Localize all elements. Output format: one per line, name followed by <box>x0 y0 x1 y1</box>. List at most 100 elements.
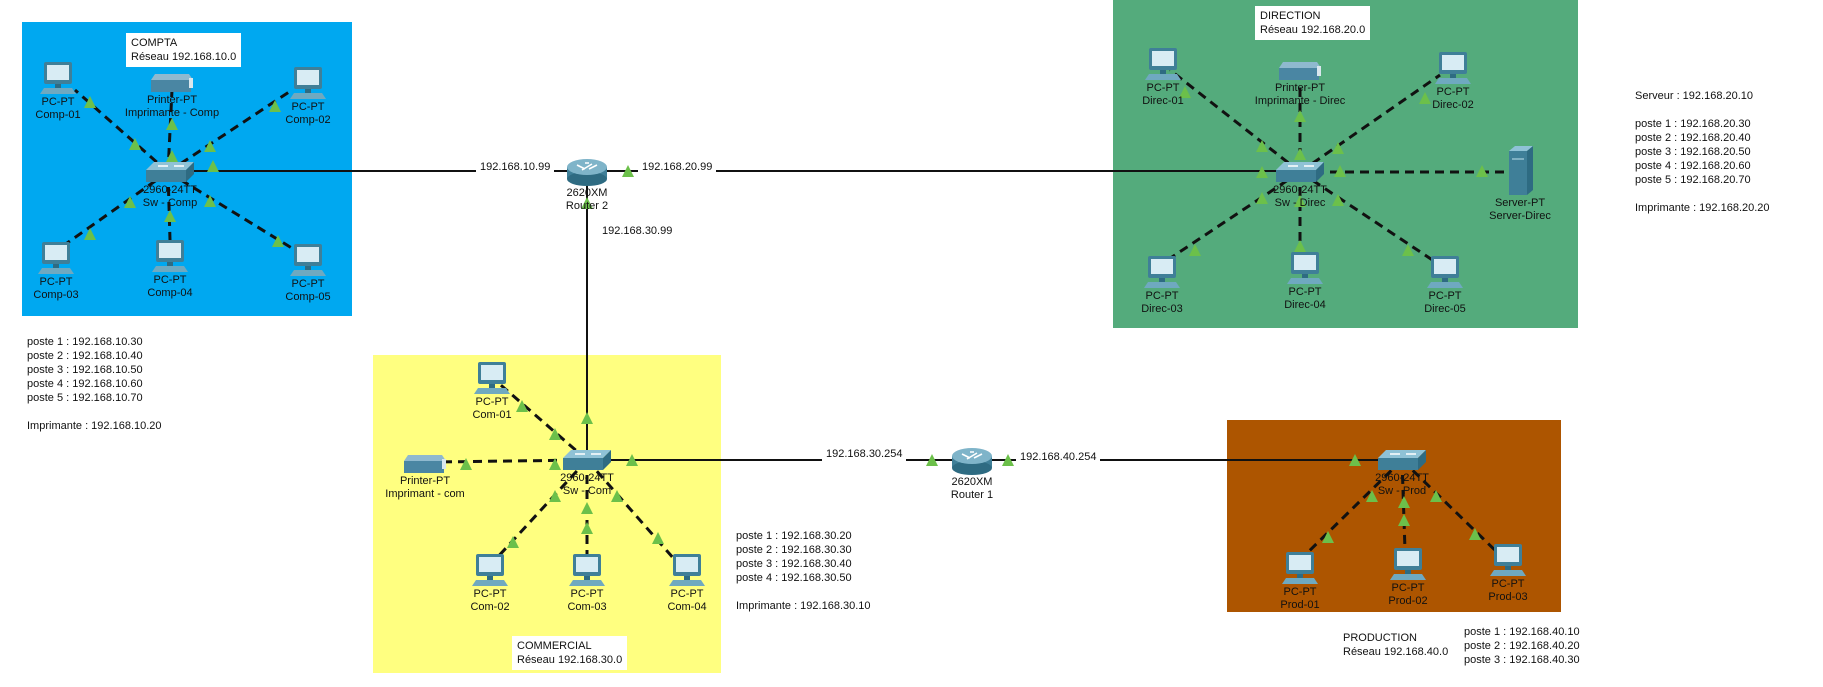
pc-com-01-type: PC-PT <box>475 396 509 408</box>
compta-zone-label: COMPTA Réseau 192.168.10.0 <box>126 33 242 67</box>
link-sw-com-printer[interactable] <box>434 458 588 464</box>
pc-comp-04-type: PC-PT <box>153 274 187 286</box>
pc-comp-05[interactable]: PC-PT Comp-05 <box>243 242 373 304</box>
port-up-indicator <box>207 160 219 172</box>
port-up-indicator <box>581 522 593 534</box>
link-sw-comp-comp02[interactable] <box>167 88 293 174</box>
pc-direc-04[interactable]: PC-PT Direc-04 <box>1240 250 1370 312</box>
compta-zone-name: COMPTA <box>131 37 178 49</box>
pc-comp-03-name: Comp-03 <box>33 289 79 301</box>
pc-comp-02[interactable]: PC-PT Comp-02 <box>243 65 373 127</box>
switch-sw-prod[interactable]: 2960-24TT Sw - Prod <box>1337 448 1467 498</box>
switch-sw-direc-type: 2960-24TT <box>1273 184 1327 196</box>
pc-comp-03[interactable]: PC-PT Comp-03 <box>0 240 121 302</box>
link-sw-comp-comp05[interactable] <box>167 170 296 252</box>
pc-prod-03[interactable]: PC-PT Prod-03 <box>1443 542 1573 604</box>
commercial-zone-network: Réseau 192.168.30.0 <box>517 654 623 666</box>
port-up-indicator <box>166 118 178 130</box>
pc-com-03[interactable]: PC-PT Com-03 <box>522 552 652 614</box>
link-sw-comp-comp03[interactable] <box>59 170 169 250</box>
server-direc[interactable]: Server-PT Server-Direc <box>1455 145 1585 223</box>
link-sw-direc-direc01[interactable] <box>1169 68 1301 174</box>
printer-com-type: Printer-PT <box>399 475 451 487</box>
pc-prod-01-type: PC-PT <box>1283 586 1317 598</box>
switch-sw-com[interactable]: 2960-24TT Sw - Com <box>522 448 652 498</box>
pc-prod-02[interactable]: PC-PT Prod-02 <box>1343 546 1473 608</box>
router-1[interactable]: 2620XM Router 1 <box>907 444 1037 502</box>
pc-com-04-type: PC-PT <box>670 588 704 600</box>
pc-comp-05-name: Comp-05 <box>285 291 331 303</box>
pc-prod-01[interactable]: PC-PT Prod-01 <box>1235 550 1365 612</box>
port-up-indicator <box>1398 496 1410 508</box>
pc-com-01-name: Com-01 <box>472 409 512 421</box>
pc-icon <box>474 362 510 394</box>
printer-comp[interactable]: Printer-PT Imprimante - Comp <box>107 70 237 120</box>
pc-com-01[interactable]: PC-PT Com-01 <box>427 360 557 422</box>
link-sw-direc-direc05[interactable] <box>1299 170 1441 267</box>
printer-direc[interactable]: Printer-PT Imprimante - Direc <box>1235 58 1365 108</box>
pc-direc-02[interactable]: PC-PT Direc-02 <box>1388 50 1518 112</box>
pc-icon <box>472 554 508 586</box>
pc-direc-03[interactable]: PC-PT Direc-03 <box>1097 254 1227 316</box>
link-sw-direc-direc03[interactable] <box>1159 170 1301 267</box>
port-up-indicator <box>1189 244 1201 256</box>
server-direc-type: Server-PT <box>1494 197 1546 209</box>
pc-prod-01-name: Prod-01 <box>1280 599 1320 611</box>
commercial-zone <box>373 355 721 673</box>
commercial-zone-name: COMMERCIAL <box>517 640 592 652</box>
port-up-indicator <box>1322 531 1334 543</box>
r2-compta-ip: 192.168.10.99 <box>476 159 555 175</box>
production-address-note: poste 1 : 192.168.40.10 poste 2 : 192.16… <box>1459 622 1585 670</box>
r1-production-ip: 192.168.40.254 <box>1016 449 1101 465</box>
direction-address-note: Serveur : 192.168.20.10 poste 1 : 192.16… <box>1630 86 1775 218</box>
port-up-indicator <box>1294 110 1306 122</box>
port-up-indicator <box>1256 166 1268 178</box>
link-sw-prod-prod01[interactable] <box>1298 458 1404 562</box>
pc-com-02[interactable]: PC-PT Com-02 <box>425 552 555 614</box>
port-up-indicator <box>460 458 472 470</box>
router-2-name: Router 2 <box>565 200 609 212</box>
switch-sw-com-name: Sw - Com <box>562 485 612 497</box>
pc-com-04[interactable]: PC-PT Com-04 <box>622 552 752 614</box>
pc-icon <box>290 244 326 276</box>
router-icon <box>952 448 992 475</box>
pc-prod-02-name: Prod-02 <box>1388 595 1428 607</box>
pc-direc-01-type: PC-PT <box>1146 82 1180 94</box>
port-up-indicator <box>516 400 528 412</box>
printer-com[interactable]: Printer-PT Imprimant - com <box>360 451 490 501</box>
pc-direc-04-type: PC-PT <box>1288 286 1322 298</box>
commercial-address-note: poste 1 : 192.168.30.20 poste 2 : 192.16… <box>731 526 876 616</box>
pc-icon <box>152 240 188 272</box>
pc-comp-04[interactable]: PC-PT Comp-04 <box>105 238 235 300</box>
commercial-zone-label: COMMERCIAL Réseau 192.168.30.0 <box>512 636 628 670</box>
link-sw-direc-direc02[interactable] <box>1299 73 1441 174</box>
pc-com-03-type: PC-PT <box>570 588 604 600</box>
printer-icon <box>404 455 446 473</box>
pc-direc-05[interactable]: PC-PT Direc-05 <box>1380 254 1510 316</box>
pc-prod-03-type: PC-PT <box>1491 578 1525 590</box>
port-up-indicator <box>1294 195 1306 207</box>
link-sw-comp-comp01[interactable] <box>74 88 169 174</box>
pc-direc-05-type: PC-PT <box>1428 290 1462 302</box>
pc-com-02-name: Com-02 <box>470 601 510 613</box>
link-sw-prod-prod03[interactable] <box>1400 458 1502 557</box>
port-up-indicator <box>1476 165 1488 177</box>
link-sw-com-com01[interactable] <box>494 378 588 462</box>
port-up-indicator <box>269 100 281 112</box>
switch-sw-comp[interactable]: 2960-24TT Sw - Comp <box>105 160 235 210</box>
port-up-indicator <box>204 195 216 207</box>
port-up-indicator <box>1334 165 1346 177</box>
link-sw-comp-comp04[interactable] <box>166 171 172 241</box>
router-2[interactable]: 2620XM Router 2 <box>522 155 652 213</box>
switch-sw-direc[interactable]: 2960-24TT Sw - Direc <box>1235 160 1365 210</box>
pc-direc-01[interactable]: PC-PT Direc-01 <box>1098 46 1228 108</box>
port-up-indicator <box>1179 86 1191 98</box>
port-up-indicator <box>124 196 136 208</box>
switch-sw-comp-type: 2960-24TT <box>143 184 197 196</box>
direction-zone <box>1113 0 1578 328</box>
port-up-indicator <box>1469 528 1481 540</box>
link-sw-comp-printer[interactable] <box>166 89 174 173</box>
pc-comp-01-type: PC-PT <box>41 96 75 108</box>
port-up-indicator <box>581 412 593 424</box>
pc-comp-01[interactable]: PC-PT Comp-01 <box>0 60 123 122</box>
